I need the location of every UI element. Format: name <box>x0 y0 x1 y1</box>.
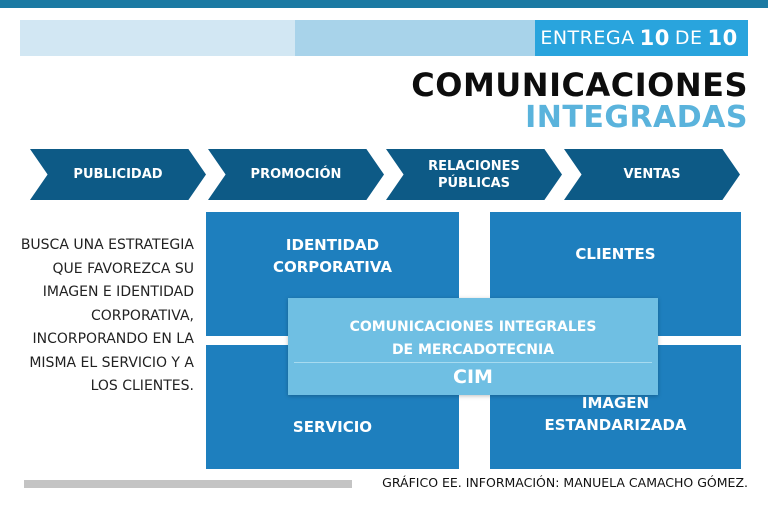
entrega-prefix: ENTREGA <box>540 27 635 49</box>
center-label: COMUNICACIONES INTEGRALES DE MERCADOTECN… <box>288 316 658 362</box>
description-text: BUSCA UNA ESTRATEGIA QUE FAVOREZCA SU IM… <box>20 237 194 394</box>
step-promocion: PROMOCIÓN <box>208 149 384 200</box>
center-box-cim: COMUNICACIONES INTEGRALES DE MERCADOTECN… <box>288 298 658 395</box>
quadrant-label: CLIENTES <box>575 245 656 263</box>
quadrant-label: ESTANDARIZADA <box>544 416 687 434</box>
center-abbreviation: CIM <box>453 366 493 388</box>
quadrant-label: IDENTIDAD <box>285 236 380 254</box>
title-line2: INTEGRADAS <box>525 100 748 135</box>
header-band-light <box>20 20 295 56</box>
entrega-sep: DE <box>674 27 703 49</box>
header-band-mid <box>295 20 535 56</box>
footer-bar <box>24 480 352 488</box>
step-ventas: VENTAS <box>564 149 740 200</box>
step-relaciones-publicas: RELACIONES PÚBLICAS <box>386 149 562 200</box>
center-label-line1: COMUNICACIONES INTEGRALES <box>349 319 597 335</box>
center-label-line2: DE MERCADOTECNIA <box>391 342 555 358</box>
credit-text: GRÁFICO EE. INFORMACIÓN: MANUELA CAMACHO… <box>382 475 748 490</box>
entrega-badge: ENTREGA 10 DE 10 <box>535 20 748 56</box>
center-divider <box>294 362 652 363</box>
quadrant-label: IMAGEN <box>581 394 650 412</box>
title-line1: COMUNICACIONES <box>411 66 748 104</box>
quadrant-label: CORPORATIVA <box>272 258 393 276</box>
top-bar <box>0 0 768 8</box>
step-publicidad: PUBLICIDAD <box>30 149 206 200</box>
entrega-current: 10 <box>639 26 670 50</box>
quadrant-label: SERVICIO <box>292 418 373 436</box>
entrega-total: 10 <box>707 26 738 50</box>
